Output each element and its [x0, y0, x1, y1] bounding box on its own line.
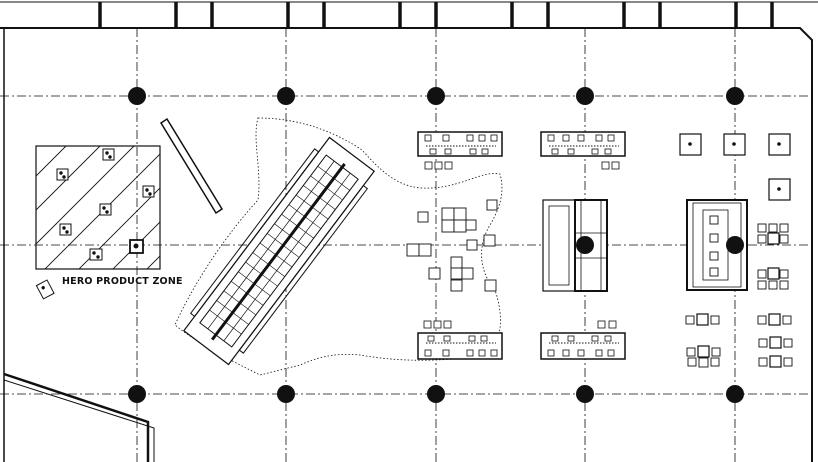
hero-product-zone [35, 145, 161, 300]
hero-product-zone-label: HERO PRODUCT ZONE [62, 276, 183, 287]
display-table-bottom-left [417, 320, 503, 360]
bottom-left-wall [3, 372, 155, 462]
center-fixture [542, 199, 608, 292]
seating-clusters [685, 223, 793, 368]
right-fixture [686, 199, 748, 291]
display-table-bottom-center [540, 320, 626, 360]
escalator [182, 136, 376, 366]
display-blocks [406, 199, 498, 292]
diagonal-display-bar [159, 117, 224, 215]
display-table-top-left [417, 131, 503, 170]
display-table-top-center [540, 131, 626, 170]
pedestal-boxes [679, 133, 791, 201]
